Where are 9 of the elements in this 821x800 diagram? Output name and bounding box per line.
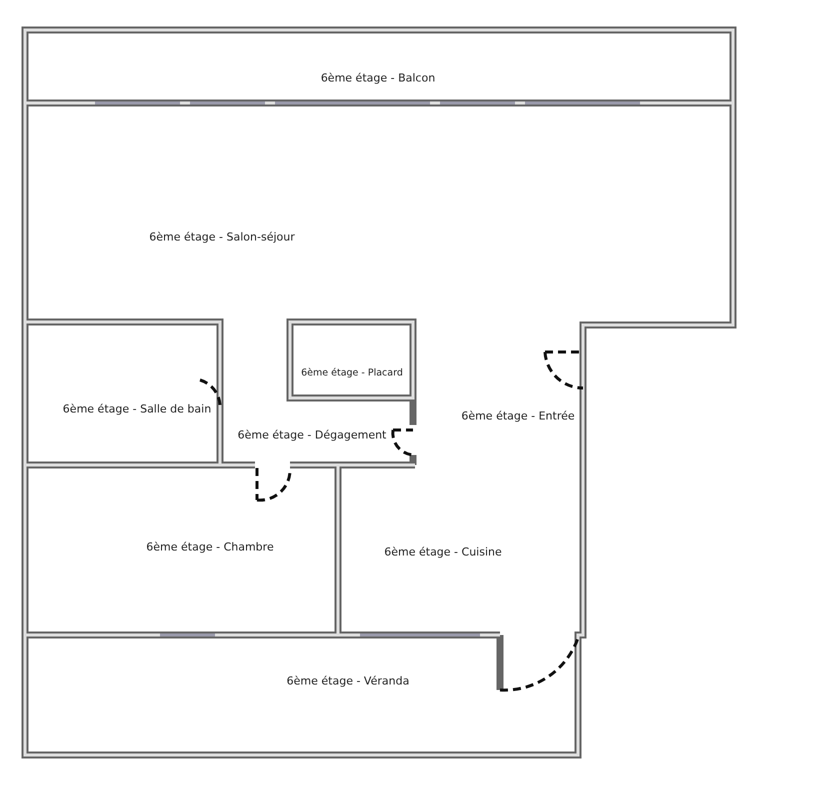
- room-label: 6ème étage - Placard: [301, 368, 403, 378]
- room-label: 6ème étage - Balcon: [320, 72, 436, 84]
- room-label: 6ème étage - Salle de bain: [62, 402, 212, 416]
- room-label: 6ème étage - Véranda: [286, 674, 410, 688]
- room-label: 6ème étage - Cuisine: [384, 546, 502, 558]
- room-label: 6ème étage - Salon-séjour: [149, 230, 295, 244]
- room-label: 6ème étage - Chambre: [146, 540, 274, 554]
- room-label: 6ème étage - Entrée: [461, 410, 575, 422]
- room-label: 6ème étage - Dégagement: [238, 428, 386, 442]
